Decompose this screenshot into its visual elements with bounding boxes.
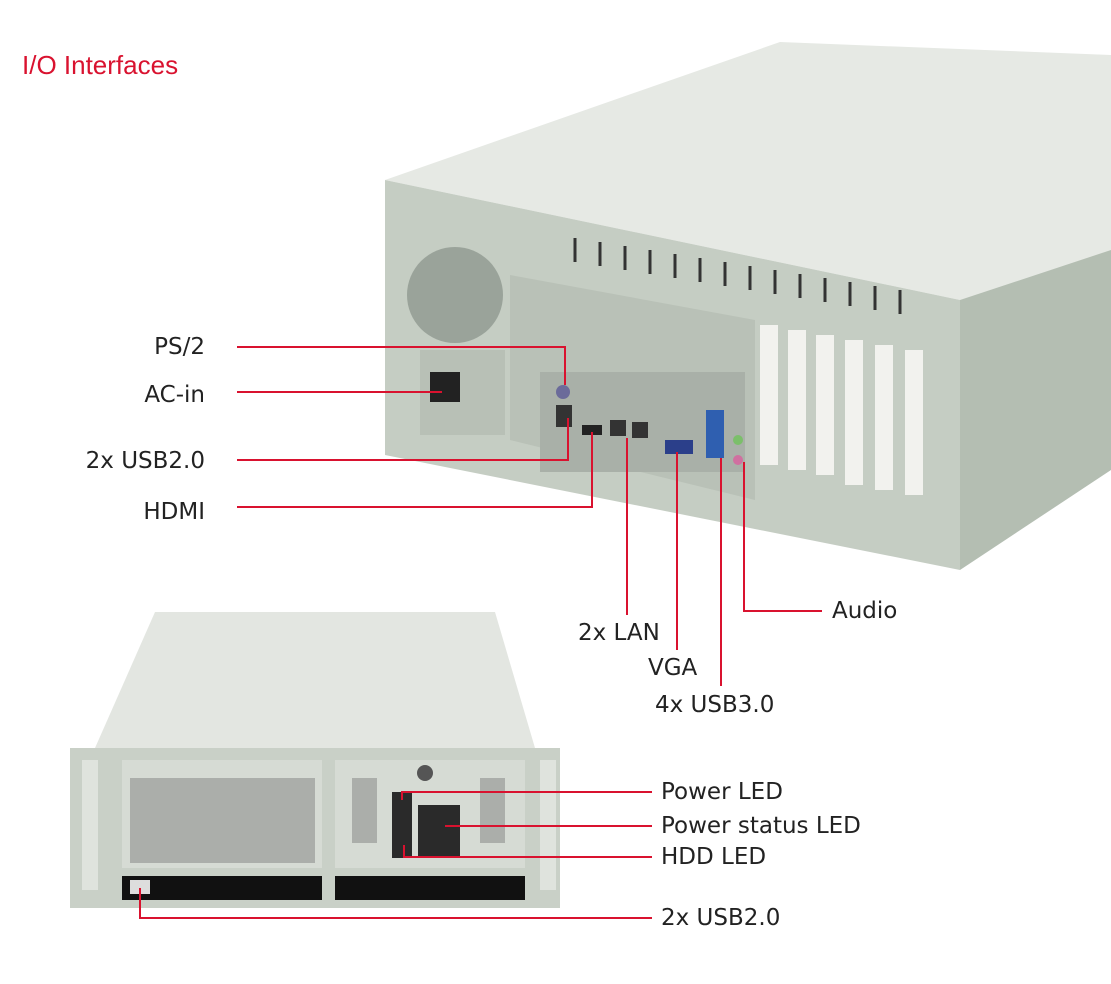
label-ps2: PS/2 bbox=[154, 334, 205, 360]
front-usb-ports bbox=[130, 880, 150, 894]
vga-port bbox=[665, 440, 693, 454]
lan-port-1 bbox=[610, 420, 626, 436]
key-lock bbox=[417, 765, 433, 781]
rear-vent bbox=[573, 238, 902, 314]
audio-jack-pink bbox=[733, 455, 743, 465]
hdmi-port bbox=[582, 425, 602, 435]
label-usb2-rear: 2x USB2.0 bbox=[85, 448, 205, 474]
label-lan: 2x LAN bbox=[578, 620, 660, 646]
page-title: I/O Interfaces bbox=[22, 50, 179, 80]
expansion-slots bbox=[760, 325, 923, 495]
audio-jack-green bbox=[733, 435, 743, 445]
status-led-panel bbox=[418, 805, 460, 857]
ps2-port bbox=[556, 385, 570, 399]
label-usb3: 4x USB3.0 bbox=[655, 692, 775, 718]
rear-chassis bbox=[385, 42, 1111, 570]
label-power-led: Power LED bbox=[661, 779, 783, 805]
lan-port-2 bbox=[632, 422, 648, 438]
left-handle bbox=[82, 760, 98, 890]
front-vent-left bbox=[130, 778, 315, 863]
label-audio: Audio bbox=[832, 598, 898, 624]
usb2-rear-ports bbox=[556, 405, 572, 427]
ac-in-socket bbox=[430, 372, 460, 402]
label-power-status-led: Power status LED bbox=[661, 813, 861, 839]
leader-lines bbox=[139, 346, 822, 919]
label-ac-in: AC-in bbox=[144, 382, 205, 408]
label-hdd-led: HDD LED bbox=[661, 844, 767, 870]
front-chassis bbox=[70, 612, 560, 908]
fan-grille bbox=[407, 247, 503, 343]
label-hdmi: HDMI bbox=[143, 499, 205, 525]
power-button-panel bbox=[392, 792, 412, 858]
label-usb2-front: 2x USB2.0 bbox=[661, 905, 781, 931]
usb3-ports bbox=[706, 410, 724, 458]
label-vga: VGA bbox=[648, 655, 698, 681]
